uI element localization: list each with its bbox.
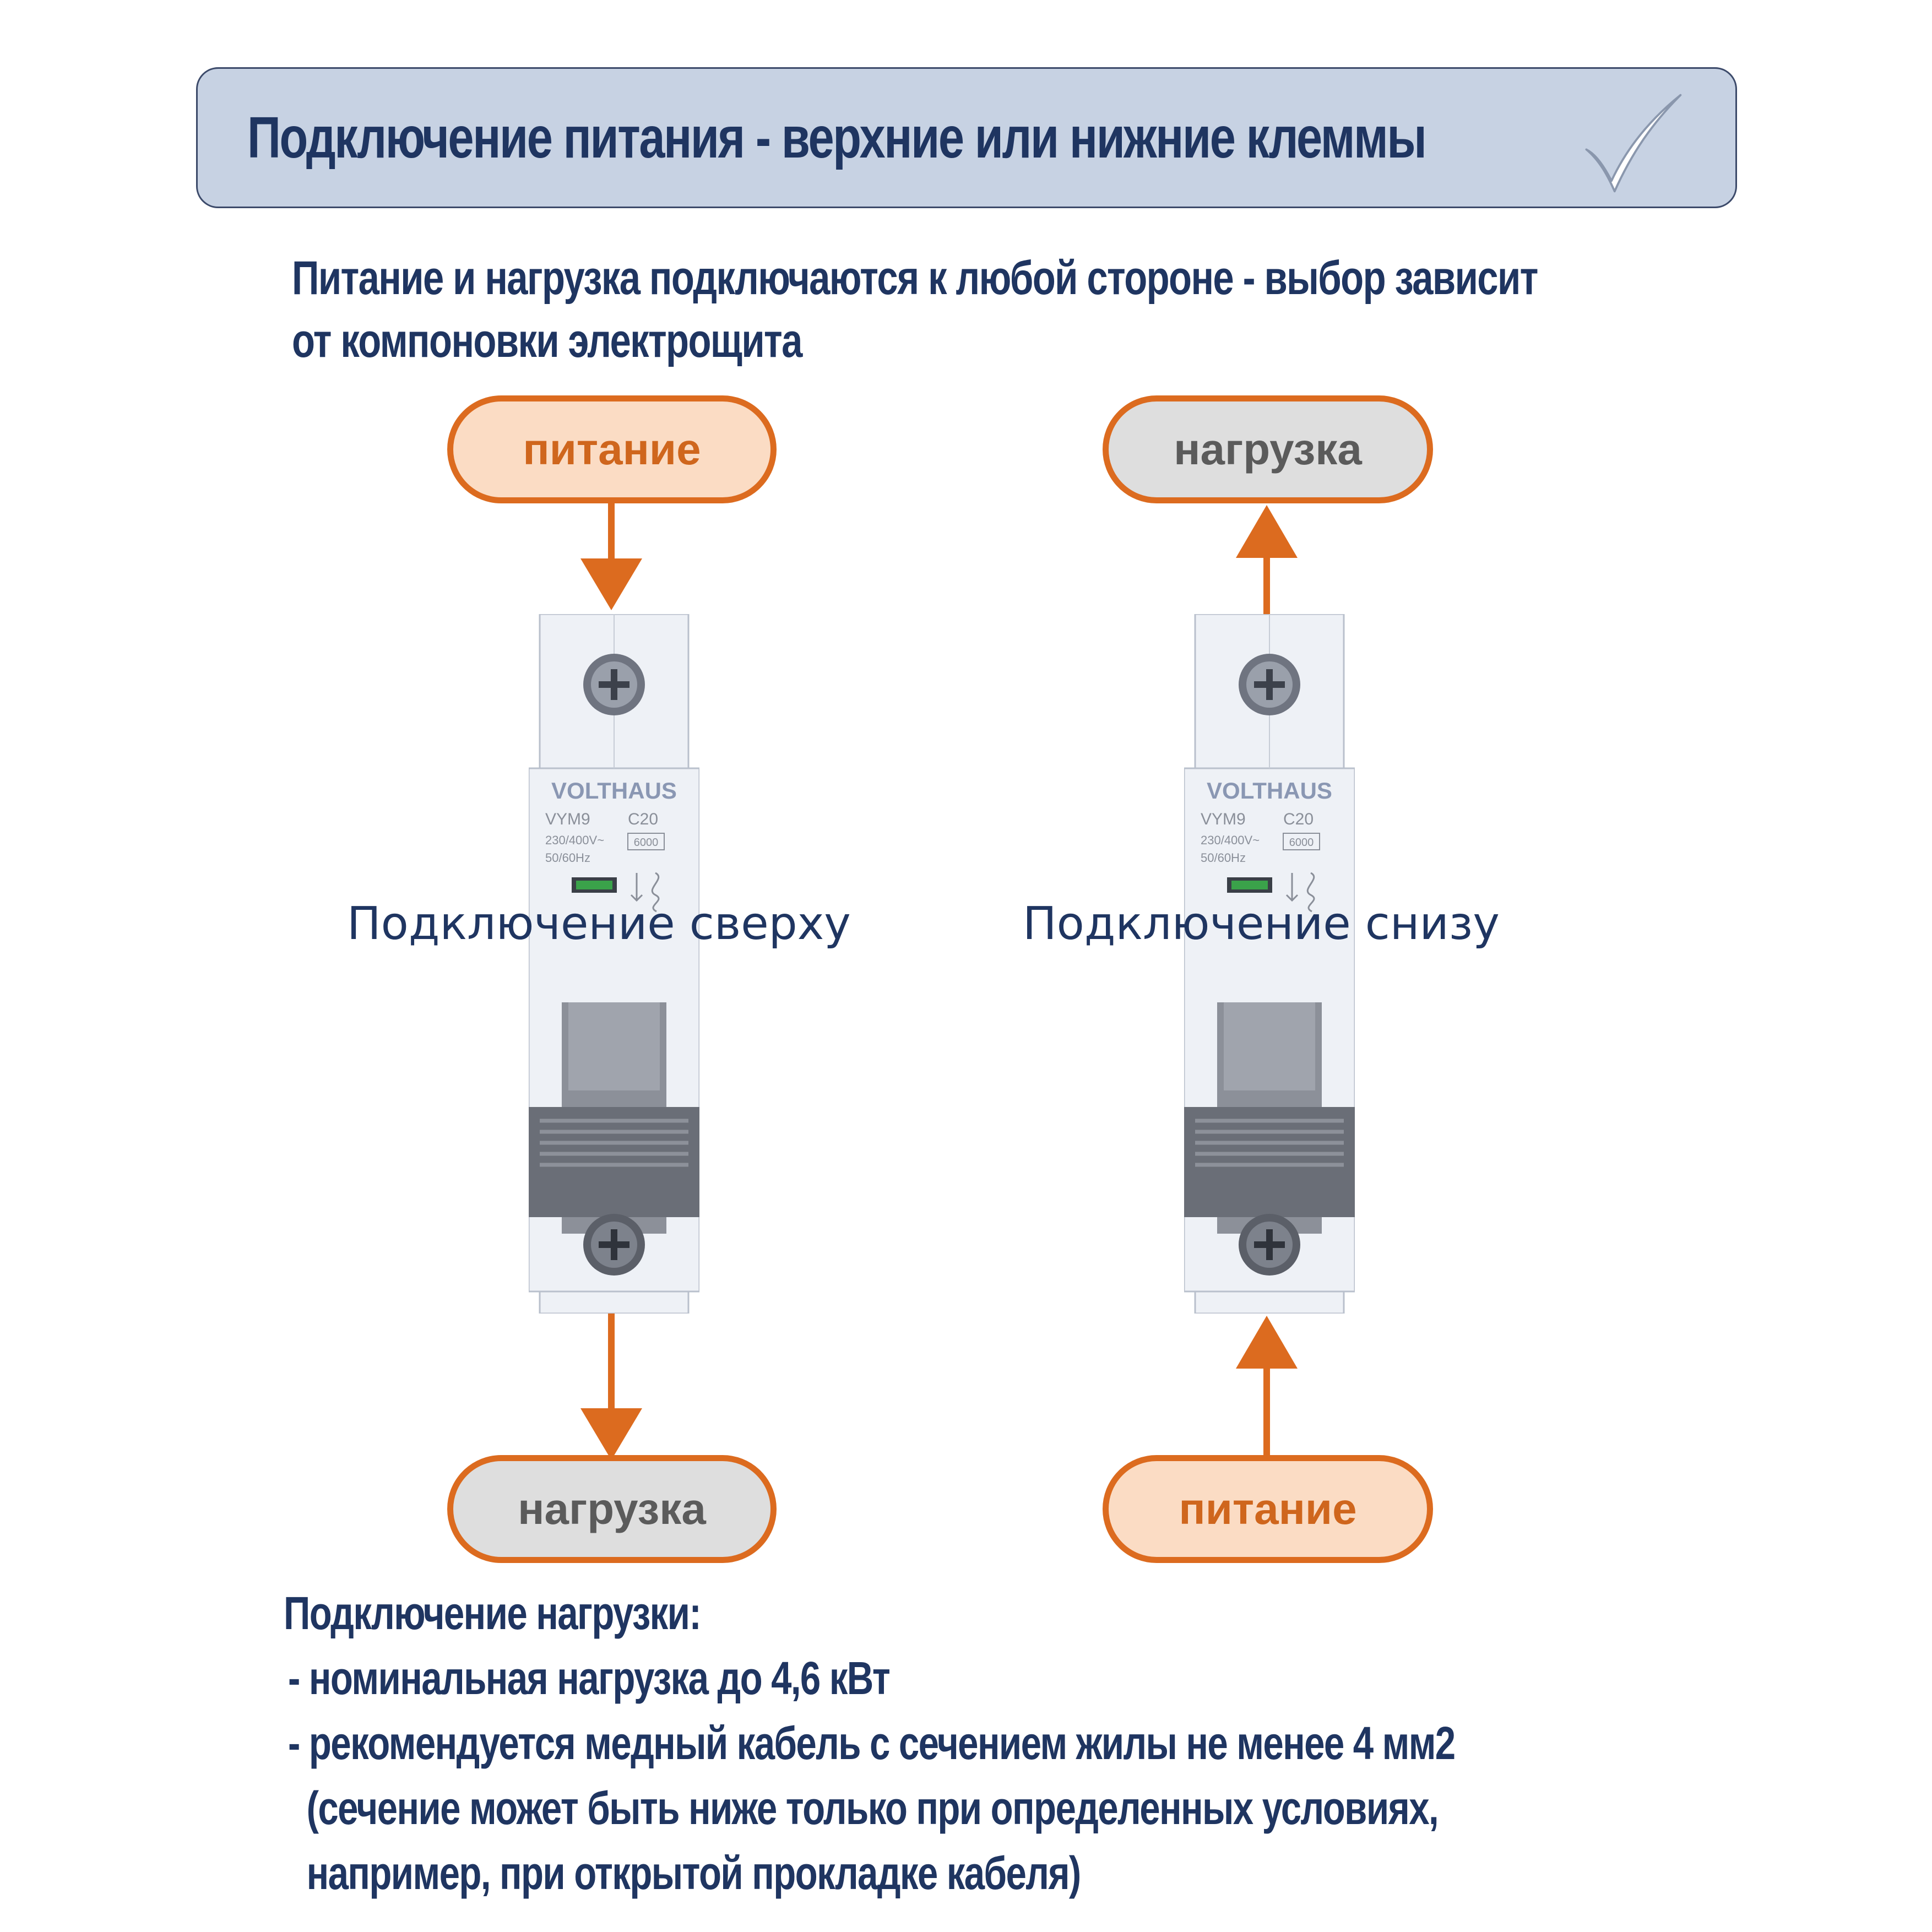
left-supply-label: питание: [447, 395, 777, 503]
breaker-brand: VOLTHAUS: [1207, 778, 1332, 804]
left-caption: Подключение сверху: [347, 898, 851, 950]
breaker-brand: VOLTHAUS: [551, 778, 677, 804]
left-bottom-arrow-down: [580, 1314, 642, 1460]
breaker-rating: C20: [1283, 810, 1314, 828]
subtitle-line-2: от компоновки электрощита: [292, 314, 802, 367]
notes-heading: Подключение нагрузки:: [284, 1587, 702, 1639]
right-supply-label: питание: [1103, 1455, 1433, 1563]
subtitle-line-1: Питание и нагрузка подключаются к любой …: [292, 252, 1538, 305]
breaker-capacity: 6000: [634, 837, 659, 849]
checkmark-icon: [1585, 94, 1682, 193]
breaker-rating: C20: [628, 810, 658, 828]
breaker-frequency: 50/60Hz: [545, 851, 590, 865]
header-banner: Подключение питания - верхние или нижние…: [196, 67, 1737, 208]
right-caption: Подключение снизу: [1023, 898, 1500, 950]
right-top-arrow-up: [1236, 505, 1298, 614]
left-circuit-breaker: VOLTHAUS VYM9 C20 230/400V~ 6000 50/60Hz: [529, 614, 699, 1314]
breaker-voltage: 230/400V~: [545, 833, 604, 847]
right-circuit-breaker: VOLTHAUS VYM9 C20 230/400V~ 6000 50/60Hz: [1184, 614, 1355, 1314]
breaker-voltage: 230/400V~: [1201, 833, 1260, 847]
notes-item-cable-cont-2: например, при открытой прокладке кабеля): [306, 1847, 1082, 1899]
breaker-capacity: 6000: [1289, 837, 1314, 849]
breaker-model: VYM9: [545, 810, 590, 828]
breaker-model: VYM9: [1201, 810, 1246, 828]
right-bottom-arrow-up: [1236, 1316, 1298, 1458]
breaker-frequency: 50/60Hz: [1201, 851, 1246, 865]
page-title: Подключение питания - верхние или нижние…: [247, 105, 1427, 170]
left-load-label: нагрузка: [447, 1455, 777, 1563]
notes-item-cable-cont-1: (сечение может быть ниже только при опре…: [306, 1782, 1439, 1834]
subtitle: Питание и нагрузка подключаются к любой …: [292, 247, 1614, 372]
load-notes: Подключение нагрузки: - номинальная нагр…: [284, 1581, 1694, 1906]
left-top-arrow-down: [580, 502, 642, 610]
right-load-label: нагрузка: [1103, 395, 1433, 503]
notes-item-power: - номинальная нагрузка до 4,6 кВт: [288, 1652, 891, 1704]
notes-item-cable: - рекомендуется медный кабель с сечением…: [288, 1717, 1456, 1769]
